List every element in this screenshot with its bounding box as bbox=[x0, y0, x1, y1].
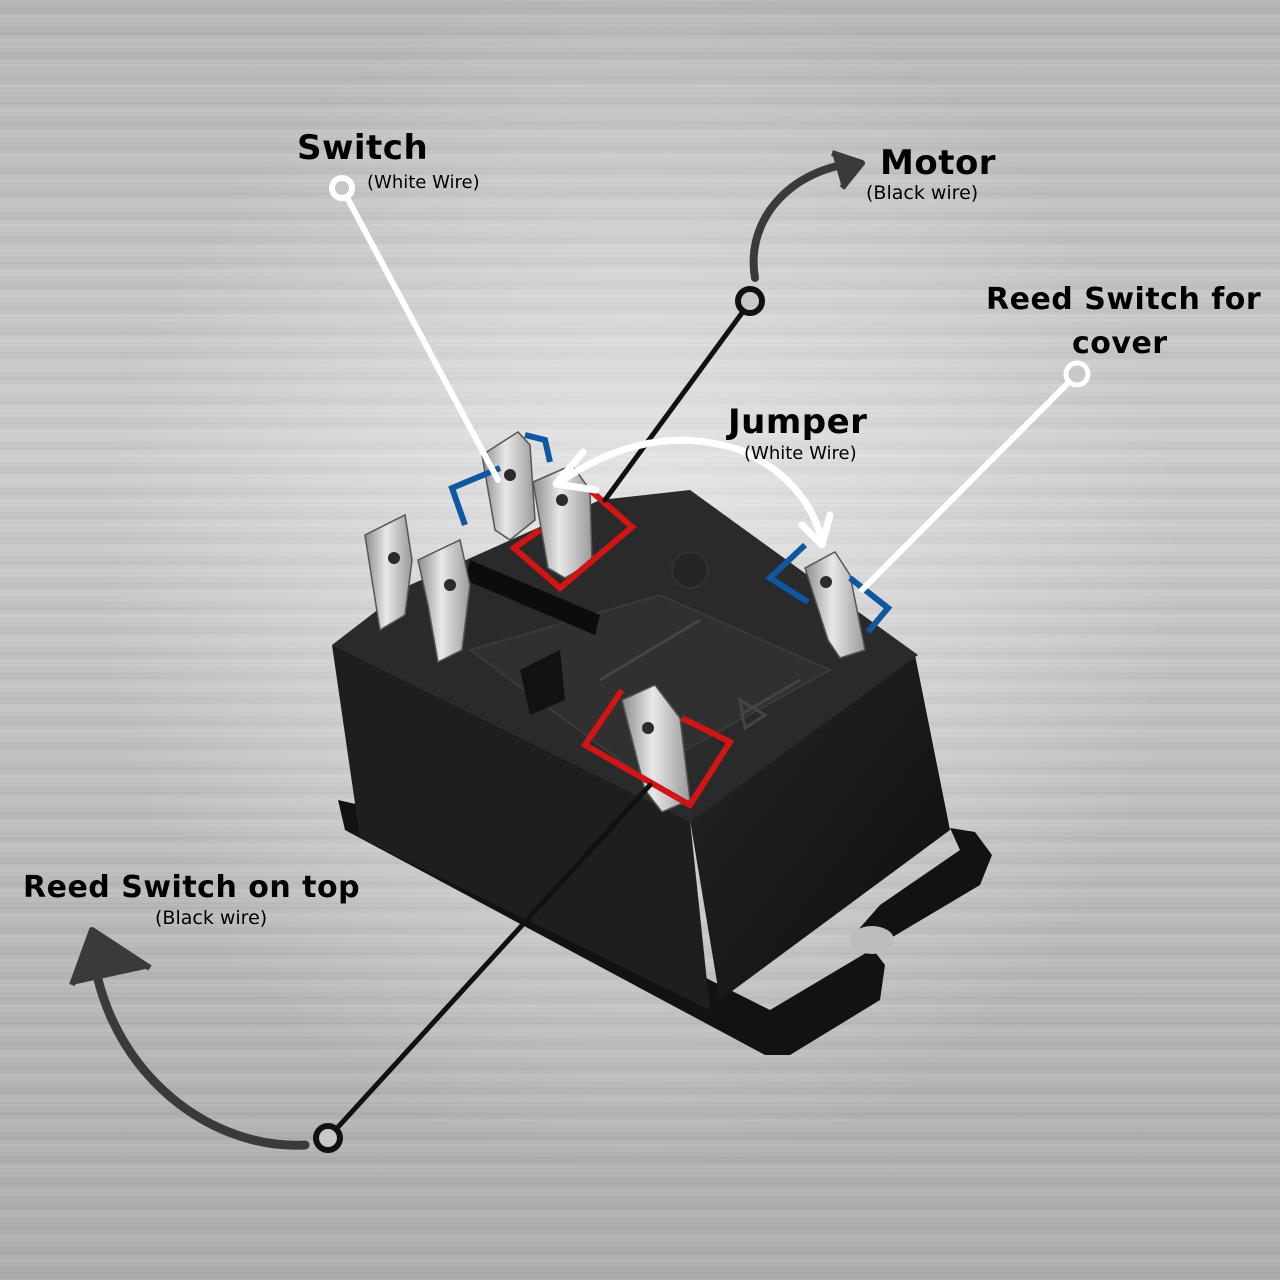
relay-mounting-hole bbox=[850, 926, 894, 954]
highlight-blue-switch bbox=[448, 432, 553, 526]
relay-barrier bbox=[465, 560, 600, 635]
wire-endpoints bbox=[313, 175, 1091, 1153]
label-motor-wire: (Black wire) bbox=[866, 182, 979, 204]
terminals bbox=[364, 431, 866, 813]
label-reed-top-wire: (Black wire) bbox=[155, 907, 268, 929]
motor-pointer-arrow bbox=[749, 159, 859, 282]
relay-side-face bbox=[332, 645, 710, 1010]
terminal-switch bbox=[481, 431, 536, 541]
label-jumper-wire: (White Wire) bbox=[744, 443, 857, 464]
endpoint-motor bbox=[735, 286, 765, 316]
label-motor-title: Motor bbox=[880, 143, 997, 183]
terminal-left bbox=[417, 538, 471, 664]
terminal-far-left bbox=[364, 513, 413, 632]
pointer-arrows bbox=[69, 150, 865, 1150]
endpoint-reed-top bbox=[313, 1123, 343, 1153]
reed-top-pointer-arrow bbox=[87, 935, 310, 1150]
endpoint-reed-cover bbox=[1063, 360, 1091, 388]
relay-front-face bbox=[690, 655, 950, 1000]
label-reed-cover-line2: cover bbox=[1072, 326, 1168, 361]
label-reed-cover-line1: Reed Switch for bbox=[986, 282, 1262, 317]
wire-reed-top bbox=[325, 782, 653, 1141]
relay-mounting-flange bbox=[338, 800, 992, 1055]
terminal-highlights bbox=[448, 432, 893, 810]
wire-motor bbox=[602, 299, 753, 503]
jumper-arrow bbox=[552, 436, 834, 549]
highlight-red-motor bbox=[509, 487, 637, 592]
label-jumper-title: Jumper bbox=[728, 402, 868, 442]
label-switch-title: Switch bbox=[297, 128, 429, 168]
label-reed-top-title: Reed Switch on top bbox=[23, 870, 361, 905]
relay-top-panel bbox=[467, 593, 833, 777]
label-switch-wire: (White Wire) bbox=[367, 172, 480, 193]
wires bbox=[325, 185, 1080, 1141]
wire-switch bbox=[339, 185, 501, 483]
wire-reed-cover bbox=[859, 371, 1080, 593]
highlight-red-reed-top bbox=[580, 688, 735, 810]
